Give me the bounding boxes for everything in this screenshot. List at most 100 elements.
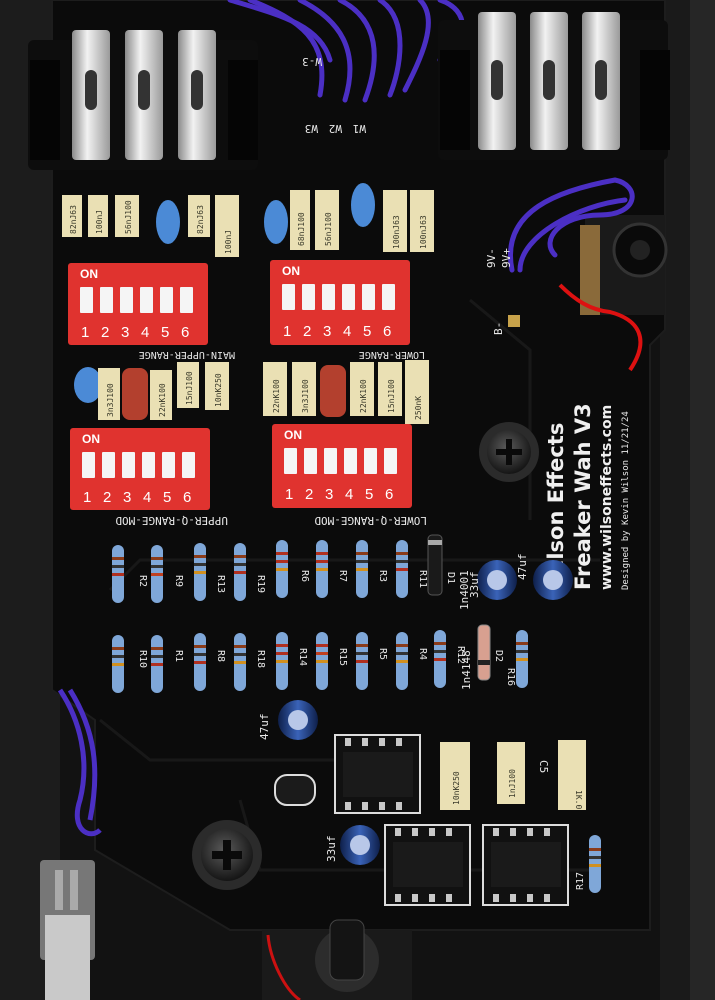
svg-text:ON: ON [284, 428, 302, 442]
svg-text:Designed by Kevin Wilson 11/21: Designed by Kevin Wilson 11/21/24 [621, 411, 631, 590]
svg-text:2: 2 [303, 323, 311, 340]
svg-text:22nK100: 22nK100 [272, 379, 281, 413]
svg-text:R12: R12 [455, 646, 466, 664]
svg-text:R13: R13 [215, 575, 226, 593]
svg-text:ON: ON [80, 267, 98, 281]
svg-text:9V+: 9V+ [500, 248, 513, 268]
svg-text:D2: D2 [493, 650, 504, 662]
resistor-row-2: R10 R1 R8 R18 R14 R15 R5 R4 R12 R16 [112, 630, 528, 693]
caps-mid-right: 22nK100 3n3J100 22nK100 15nJ100 250nK [263, 360, 429, 424]
svg-text:R19: R19 [255, 575, 266, 593]
svg-text:22nK100: 22nK100 [359, 379, 368, 413]
footswitch-lugs [40, 860, 95, 1000]
svg-text:R2: R2 [137, 575, 148, 587]
svg-text:5: 5 [163, 489, 171, 506]
svg-text:3: 3 [325, 486, 333, 503]
board-brand-block: Wilson Effects Freaker Wah V3 www.wilson… [544, 403, 631, 590]
svg-text:D1: D1 [445, 572, 456, 584]
svg-text:3: 3 [121, 324, 129, 341]
svg-text:1n4148: 1n4148 [460, 650, 473, 690]
svg-text:2: 2 [103, 489, 111, 506]
svg-text:82nJ63: 82nJ63 [196, 205, 205, 234]
svg-text:3: 3 [323, 323, 331, 340]
svg-text:1: 1 [283, 323, 291, 340]
svg-text:R8: R8 [215, 650, 226, 662]
svg-text:2: 2 [305, 486, 313, 503]
svg-text:6: 6 [183, 489, 191, 506]
caps-mid-left: 3n3J100 22nK100 15nJ100 10nK250 [74, 362, 229, 420]
svg-text:LOWER-Q-RANGE-MOD: LOWER-Q-RANGE-MOD [314, 514, 427, 527]
svg-text:R16: R16 [505, 668, 516, 686]
svg-text:56nJ100: 56nJ100 [124, 200, 133, 234]
svg-text:47uf: 47uf [258, 714, 271, 741]
svg-text:W1: W1 [353, 122, 366, 135]
svg-text:R7: R7 [337, 570, 348, 582]
svg-text:1: 1 [83, 489, 91, 506]
svg-text:6: 6 [385, 486, 393, 503]
diode-d2: D2 1n4148 [460, 624, 504, 690]
svg-text:6: 6 [181, 324, 189, 341]
svg-text:R1: R1 [173, 650, 184, 662]
resistor-row-1: R2 R9 R13 R19 R6 R7 R3 R11 [112, 540, 428, 603]
mount-screw-bottom [192, 820, 262, 890]
svg-text:R17: R17 [575, 872, 586, 890]
jack-block-left [28, 30, 258, 170]
svg-text:3n3J100: 3n3J100 [106, 383, 115, 417]
diode-d1: D1 1n4001 [427, 534, 471, 610]
dc-power-jack [580, 215, 668, 315]
svg-text:1n4001: 1n4001 [458, 570, 471, 610]
svg-text:56nJ100: 56nJ100 [324, 212, 333, 246]
potentiometer-shaft [262, 919, 412, 1000]
svg-text:15nJ100: 15nJ100 [185, 371, 194, 405]
svg-text:22nK100: 22nK100 [158, 383, 167, 417]
svg-text:R15: R15 [337, 648, 348, 666]
svg-text:82nJ63: 82nJ63 [69, 205, 78, 234]
svg-text:100nJ63: 100nJ63 [392, 215, 401, 249]
svg-text:R14: R14 [297, 648, 308, 666]
svg-text:33uf: 33uf [468, 572, 481, 599]
svg-text:100nJ63: 100nJ63 [419, 215, 428, 249]
svg-text:LOWER-RANGE: LOWER-RANGE [359, 349, 425, 360]
svg-text:15nJ100: 15nJ100 [387, 379, 396, 413]
transistor [274, 774, 316, 806]
svg-text:2: 2 [101, 324, 109, 341]
svg-text:W-3: W-3 [302, 55, 322, 68]
svg-text:UPPER-Q-RANGE-MOD: UPPER-Q-RANGE-MOD [115, 514, 228, 527]
svg-text:4: 4 [143, 489, 151, 506]
svg-text:R3: R3 [377, 570, 388, 582]
svg-text:100nJ: 100nJ [95, 210, 104, 234]
svg-text:C5: C5 [537, 760, 550, 773]
caps-bottom: 10nK250 1nJ100 C5 1K.0 [440, 740, 586, 810]
jack-block-right [438, 12, 670, 160]
svg-text:100nJ: 100nJ [224, 230, 233, 254]
svg-text:3n3J100: 3n3J100 [301, 379, 310, 413]
svg-text:10nK250: 10nK250 [452, 771, 461, 805]
electrolytic-caps: 33uf 47uf 47uf 33uf [258, 554, 573, 865]
svg-text:4: 4 [345, 486, 353, 503]
svg-text:R9: R9 [173, 575, 184, 587]
ic-chip-3 [482, 824, 569, 906]
svg-text:68nJ100: 68nJ100 [297, 212, 306, 246]
svg-text:4: 4 [141, 324, 149, 341]
svg-text:47uf: 47uf [516, 554, 529, 581]
svg-text:R10: R10 [137, 650, 148, 668]
svg-text:R4: R4 [417, 648, 428, 660]
svg-text:3: 3 [123, 489, 131, 506]
svg-text:5: 5 [363, 323, 371, 340]
caps-top-right: 68nJ100 56nJ100 100nJ63 100nJ63 [264, 183, 434, 252]
ic-chip-1 [334, 734, 421, 814]
svg-text:R11: R11 [417, 570, 428, 588]
wire-labels: W3 W2 W1 W-3 [302, 55, 366, 135]
svg-text:B-: B- [492, 322, 505, 335]
svg-text:6: 6 [383, 323, 391, 340]
svg-text:9V-: 9V- [485, 248, 498, 268]
svg-text:1: 1 [285, 486, 293, 503]
svg-text:5: 5 [365, 486, 373, 503]
svg-text:33uf: 33uf [325, 836, 338, 863]
svg-text:1K.0: 1K.0 [574, 790, 583, 809]
svg-text:R18: R18 [255, 650, 266, 668]
